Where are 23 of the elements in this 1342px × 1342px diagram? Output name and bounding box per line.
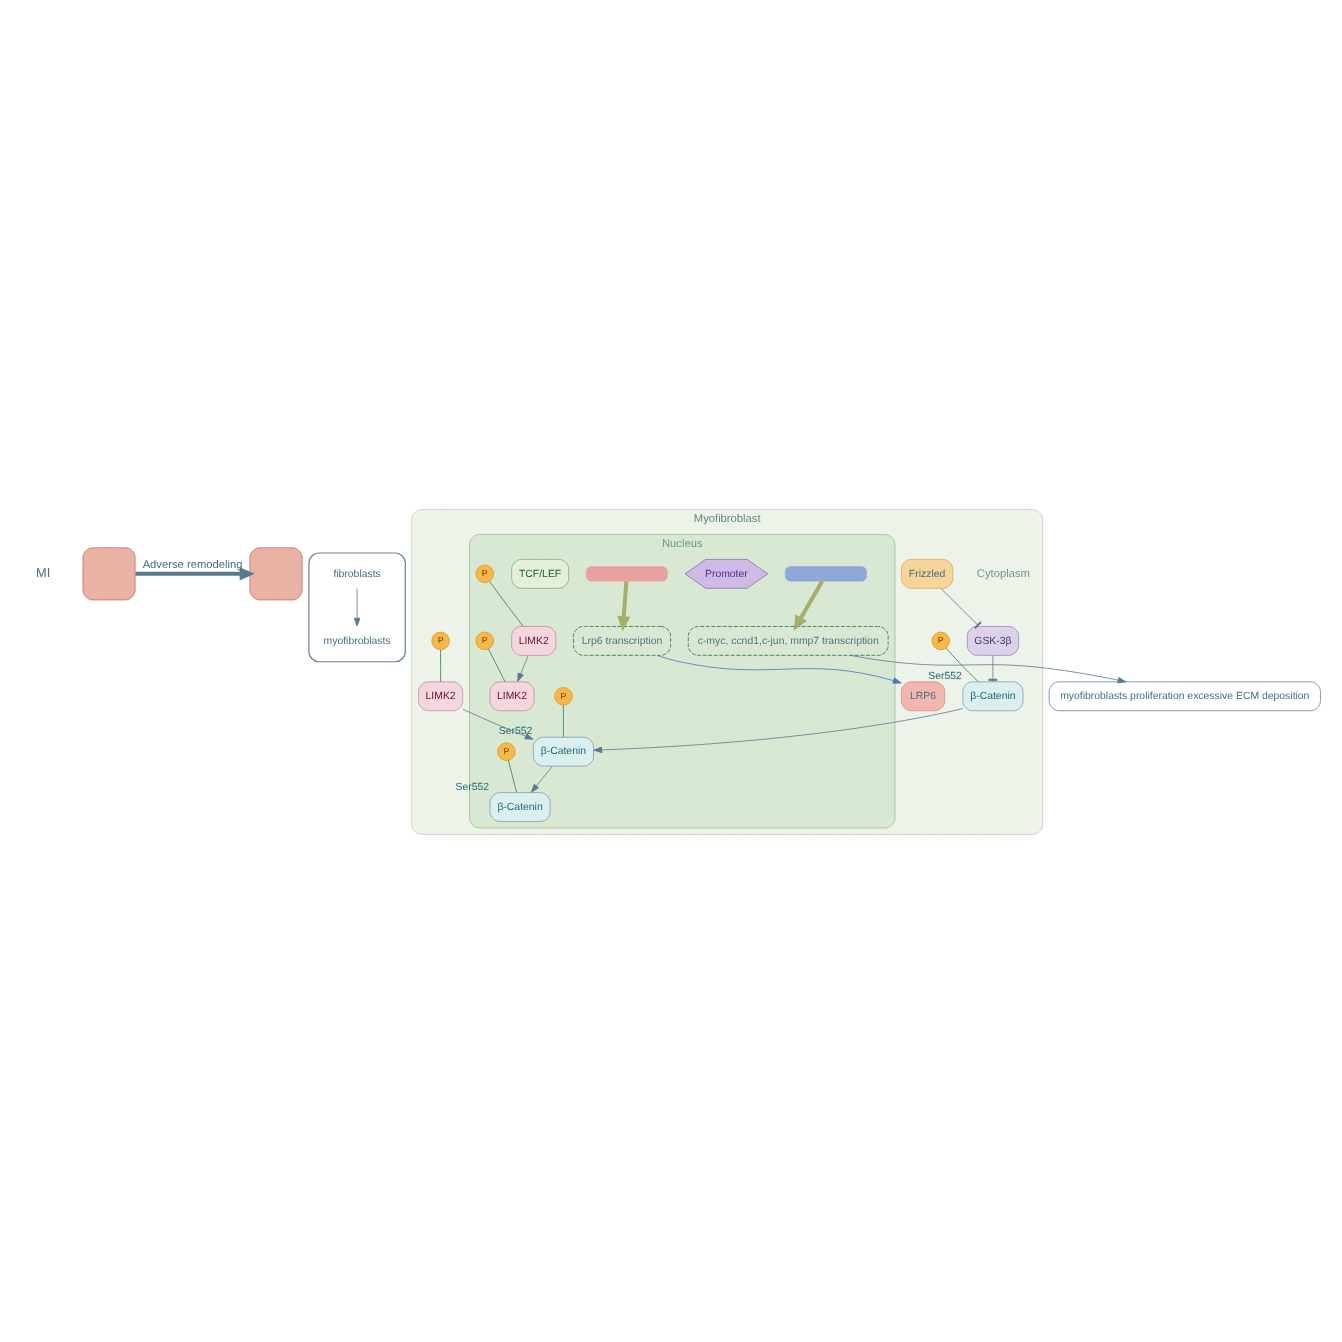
arrow (793, 579, 824, 630)
arrow (530, 764, 553, 792)
arrow (593, 706, 964, 753)
arrow (850, 653, 1127, 683)
connector (945, 646, 979, 681)
arrow (462, 707, 534, 739)
arrow (135, 566, 255, 580)
node-bar (785, 565, 867, 581)
arrow (517, 654, 529, 681)
arrow (617, 580, 631, 631)
arrow (656, 654, 902, 683)
connector (488, 647, 506, 682)
connector (489, 579, 524, 626)
connector (563, 703, 564, 737)
node-box (249, 546, 303, 600)
cluster (308, 551, 406, 662)
node-box (82, 546, 136, 600)
arrow (353, 587, 361, 626)
connector (988, 654, 998, 681)
node-bar (585, 565, 668, 581)
connector (940, 587, 982, 628)
connector (440, 648, 441, 682)
connector (508, 759, 517, 792)
